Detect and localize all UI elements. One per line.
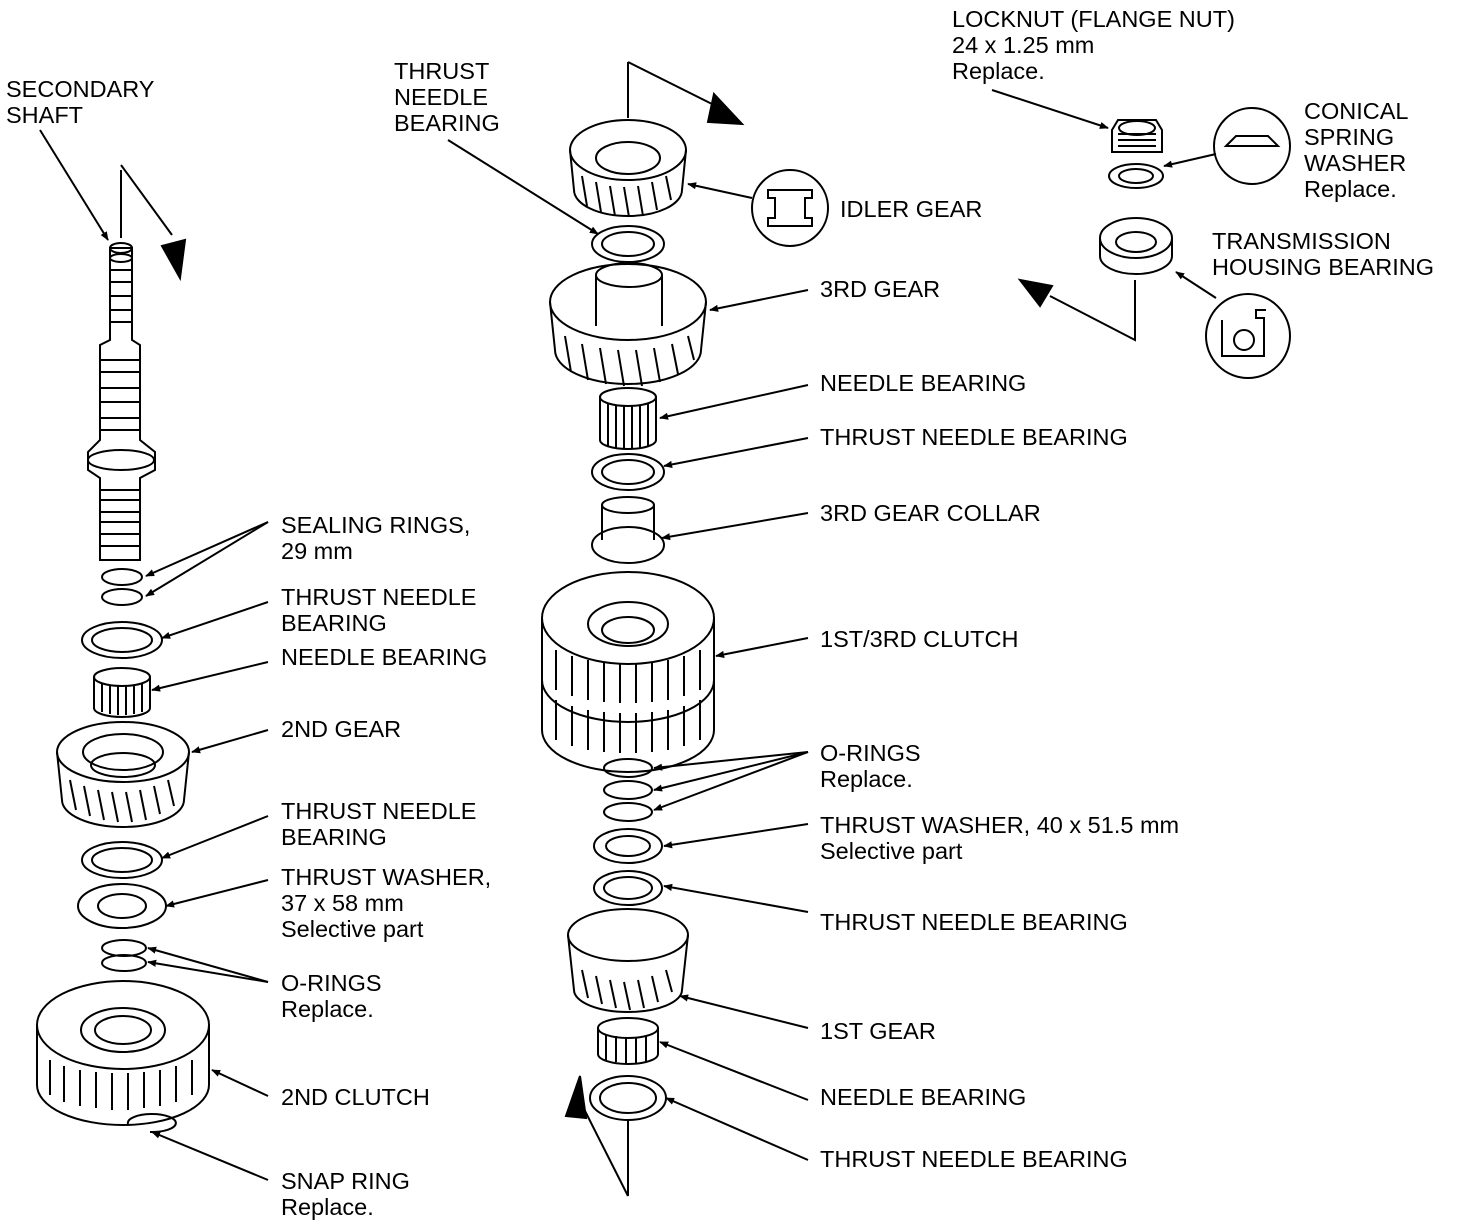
secondary-shaft	[87, 170, 156, 561]
center-needle-bearing	[599, 387, 657, 450]
left-thrust-washer	[77, 883, 167, 929]
center-o-ring-2	[603, 780, 653, 800]
sealing-ring-2	[101, 588, 143, 606]
second-gear	[56, 721, 190, 828]
label-second-clutch: 2ND CLUTCH	[281, 1084, 430, 1110]
center-thrust-needle-bearing-low	[593, 870, 663, 906]
label-thrust-needle-bearing-mid: THRUST NEEDLE BEARING	[820, 424, 1128, 450]
label-needle-bearing-mid: NEEDLE BEARING	[820, 370, 1027, 396]
first-gear	[567, 908, 689, 1013]
housing-bearing-detail-icon	[1205, 293, 1291, 379]
direction-arrow-icon	[1017, 278, 1054, 308]
transmission-housing-bearing	[1099, 217, 1173, 275]
center-thrust-needle-bearing-top	[591, 225, 665, 263]
center-o-ring-1	[603, 758, 653, 778]
direction-arrow-icon	[706, 91, 745, 126]
assembly-guide-line	[1049, 280, 1136, 342]
label-thrust-needle-bearing-center-low: THRUST NEEDLE BEARING	[820, 909, 1128, 935]
conical-washer-detail-icon	[1213, 107, 1291, 185]
label-sealing-rings: SEALING RINGS,29 mm	[281, 512, 471, 564]
label-first-gear: 1ST GEAR	[820, 1018, 936, 1044]
first-third-clutch	[541, 571, 715, 773]
assembly-guide-line	[581, 1104, 629, 1197]
label-needle-bearing-low: NEEDLE BEARING	[820, 1084, 1027, 1110]
left-thrust-needle-bearing-1	[81, 621, 163, 659]
center-thrust-needle-bearing-mid	[591, 453, 665, 491]
assembly-guide-line	[120, 164, 173, 236]
left-needle-bearing	[93, 667, 151, 718]
direction-arrow-icon	[160, 238, 187, 282]
third-gear	[549, 262, 707, 387]
assembly-guide-line	[627, 61, 721, 109]
label-third-gear-collar: 3RD GEAR COLLAR	[820, 500, 1041, 526]
conical-spring-washer	[1108, 163, 1164, 189]
label-thrust-needle-bearing-bottom: THRUST NEEDLE BEARING	[820, 1146, 1128, 1172]
second-clutch	[36, 980, 210, 1126]
locknut	[1111, 119, 1163, 153]
left-o-ring-2	[101, 954, 147, 972]
center-o-ring-3	[603, 802, 653, 822]
label-needle-bearing-left: NEEDLE BEARING	[281, 644, 488, 670]
label-third-gear: 3RD GEAR	[820, 276, 941, 302]
center-needle-bearing-low	[597, 1017, 659, 1065]
snap-ring	[126, 1113, 177, 1134]
label-idler-gear: IDLER GEAR	[840, 196, 983, 222]
leader-lines	[39, 89, 1217, 1181]
third-gear-collar	[591, 496, 665, 564]
sealing-ring-1	[101, 568, 143, 586]
idler-gear-detail-icon	[751, 169, 829, 247]
left-o-ring-1	[101, 939, 147, 957]
direction-arrow-icon	[564, 1075, 588, 1120]
center-thrust-needle-bearing-bottom	[589, 1075, 667, 1121]
center-thrust-washer	[593, 828, 663, 864]
label-second-gear: 2ND GEAR	[281, 716, 402, 742]
idler-gear	[569, 119, 687, 218]
left-thrust-needle-bearing-2	[81, 841, 163, 879]
label-first-third-clutch: 1ST/3RD CLUTCH	[820, 626, 1019, 652]
